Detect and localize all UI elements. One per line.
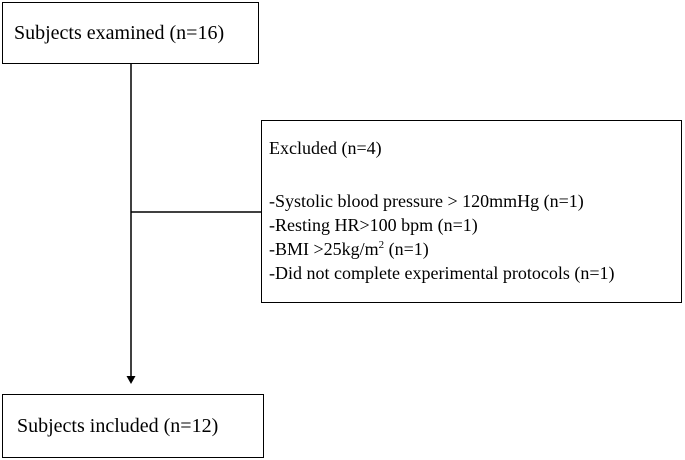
criterion-bmi-text: -BMI >25kg/m: [269, 239, 379, 259]
down-arrow-head: [126, 376, 136, 384]
excluded-title: Excluded (n=4): [269, 138, 382, 158]
criterion-bmi-count: (n=1): [384, 239, 429, 259]
criterion-resting-hr: -Resting HR>100 bpm (n=1): [269, 215, 478, 235]
criterion-incomplete-protocol: -Did not complete experimental protocols…: [269, 263, 615, 283]
criterion-bmi: -BMI >25kg/m2 (n=1): [269, 238, 615, 262]
subjects-included-box: Subjects included (n=12): [2, 394, 264, 458]
subjects-included-label: Subjects included (n=12): [17, 414, 219, 437]
subjects-examined-box: Subjects examined (n=16): [2, 2, 259, 64]
subjects-examined-label: Subjects examined (n=16): [14, 21, 225, 44]
excluded-box: Excluded (n=4) -Systolic blood pressure …: [261, 120, 682, 303]
criterion-systolic-bp: -Systolic blood pressure > 120mmHg (n=1): [269, 191, 584, 211]
criterion-bmi-superscript: 2: [378, 239, 385, 251]
exclusion-criteria-list: -Systolic blood pressure > 120mmHg (n=1)…: [269, 190, 615, 286]
